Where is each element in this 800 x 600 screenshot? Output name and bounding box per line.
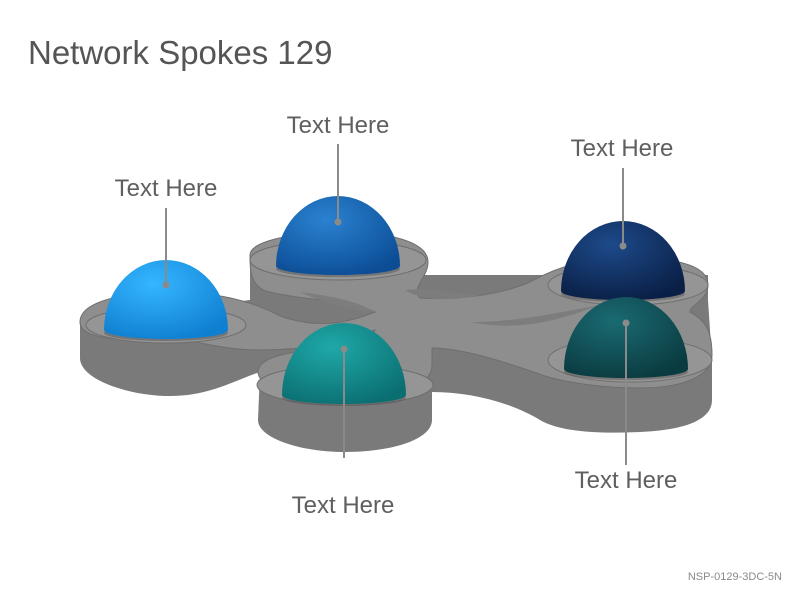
spoke-label-upper-right: Text Here (570, 135, 674, 162)
leader-dot (162, 281, 170, 289)
platform-notch (405, 289, 480, 300)
platform-notch (300, 292, 375, 312)
dome-upper-right (561, 221, 685, 302)
spoke-label-left: Text Here (114, 175, 218, 202)
dome-top (276, 196, 400, 277)
slide-code: NSP-0129-3DC-5N (687, 571, 782, 583)
leader-dot (334, 218, 342, 226)
spoke-label-lower-right: Text Here (574, 467, 678, 494)
dome-left (104, 260, 228, 341)
leader-dot (619, 242, 627, 250)
leader-dot (340, 345, 348, 353)
spoke-label-top: Text Here (286, 112, 390, 139)
platform-notch (470, 305, 600, 326)
leader-lines (162, 144, 630, 465)
spoke-label-middle: Text Here (291, 492, 395, 519)
slide-title: Network Spokes 129 (28, 34, 333, 71)
leader-dot (622, 319, 630, 327)
